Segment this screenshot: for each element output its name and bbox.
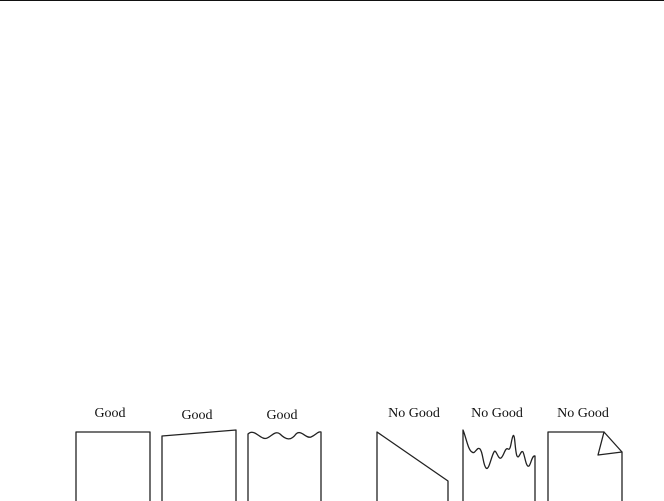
panel-1-straight-edge bbox=[75, 431, 151, 501]
panel-5-label: No Good bbox=[471, 406, 523, 421]
panel-4-label: No Good bbox=[388, 406, 440, 421]
panel-4-diagonal-edge bbox=[376, 431, 449, 501]
panel-6-folded-corner bbox=[547, 431, 623, 501]
panel-1-label: Good bbox=[94, 406, 126, 421]
panel-5-torn-edge bbox=[462, 429, 536, 501]
panel-2-label: Good bbox=[181, 408, 213, 423]
panel-6-fold-flap bbox=[597, 431, 623, 456]
top-rule bbox=[0, 0, 664, 1]
panel-3-label: Good bbox=[266, 408, 298, 423]
panel-3-wavy-edge bbox=[247, 431, 322, 501]
panel-2-angled-edge bbox=[161, 429, 237, 501]
panel-6-label: No Good bbox=[557, 406, 609, 421]
